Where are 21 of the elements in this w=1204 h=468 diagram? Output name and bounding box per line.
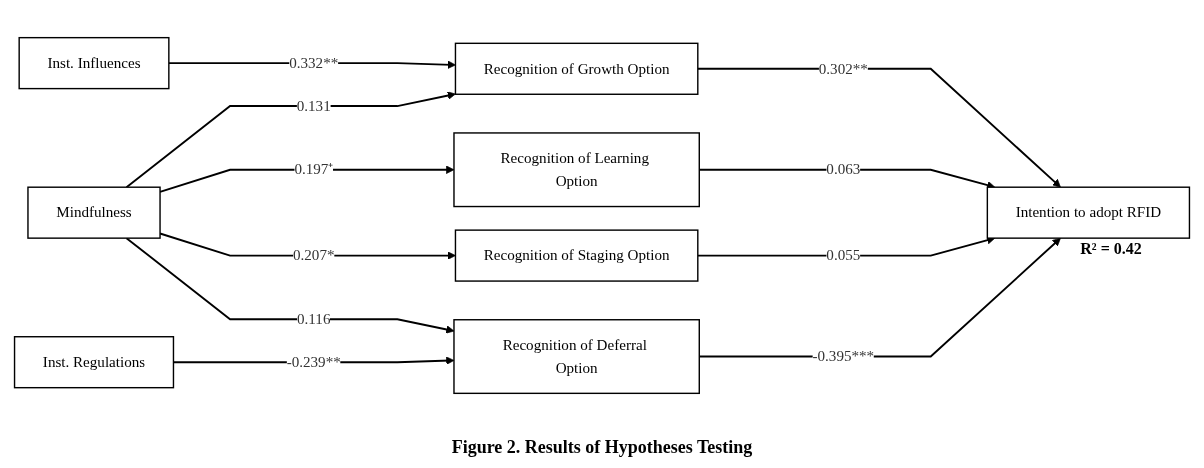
edge-label: 0.063 (826, 161, 861, 178)
edge-label: 0.116 (297, 310, 331, 327)
node-box: Recognition of Growth Option (454, 42, 699, 95)
edge-label: 0.332** (289, 54, 339, 71)
node-box: Intention to adopt RFID (986, 186, 1191, 239)
arrow (125, 91, 456, 189)
edge-label: 0.207* (292, 247, 335, 264)
node-box: Recognition of Deferral Option (453, 319, 700, 395)
node-box: Recognition of Learning Option (453, 132, 700, 208)
node-box: Recognition of Staging Option (454, 229, 699, 282)
edge-label: 0.197⁺ (294, 161, 334, 178)
node-box: Inst. Regulations (13, 336, 175, 389)
node-box: Inst. Influences (18, 36, 170, 90)
node-box: Mindfulness (27, 186, 161, 239)
figure-caption: Figure 2. Results of Hypotheses Testing (451, 437, 753, 458)
edge-label: 0.302** (818, 60, 868, 77)
arrow (698, 237, 1061, 358)
edge-label: 0.131 (296, 97, 331, 114)
edge-label: -0.239** (286, 353, 341, 370)
edge-label: 0.055 (826, 247, 861, 264)
edge-label: -0.395*** (812, 348, 875, 365)
